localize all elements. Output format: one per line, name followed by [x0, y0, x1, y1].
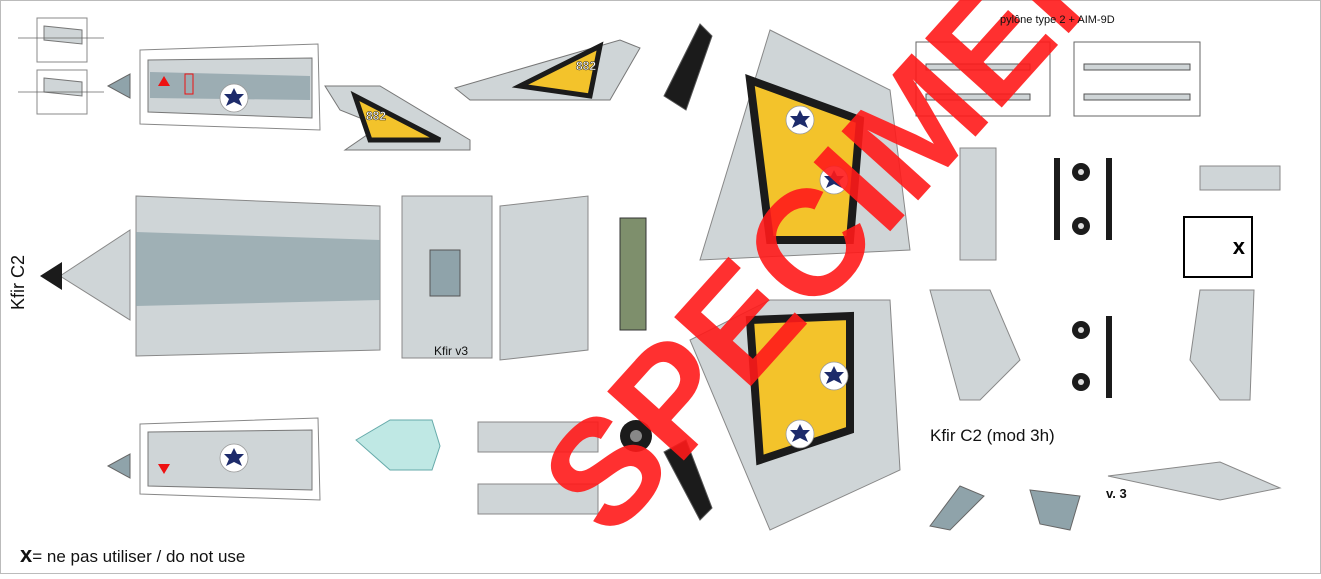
model-title: Kfir C2	[8, 254, 28, 310]
gear-strut	[959, 147, 997, 261]
do-not-use-mark: x	[1232, 234, 1245, 259]
small-strip	[1199, 165, 1281, 191]
do-not-use-part-box: x	[1183, 216, 1253, 278]
tail-number-right: 882	[576, 59, 596, 73]
fuselage-center	[40, 195, 381, 357]
intake-part	[499, 195, 589, 361]
nose-cone-bottom	[106, 453, 131, 479]
fuselage-panel	[401, 195, 493, 359]
small-part-top-1	[18, 17, 104, 63]
pylon-box-1	[915, 41, 1051, 117]
small-part-top-2	[18, 69, 104, 115]
pylon-box-2	[1073, 41, 1201, 117]
tail-number-left: 882	[366, 109, 386, 123]
fuselage-lower	[139, 417, 321, 501]
gear-stripe-1	[1054, 158, 1060, 240]
version-label: v. 3	[1106, 486, 1127, 501]
delta-wing-bottom	[689, 299, 901, 531]
legend-text: = ne pas utiliser / do not use	[32, 547, 246, 566]
rail-part-2	[477, 483, 599, 515]
fin-top	[663, 23, 713, 111]
rail-part-1	[477, 421, 599, 453]
nose-cone-top	[106, 73, 131, 99]
fuselage-upper	[139, 43, 321, 131]
bay-door-right	[1189, 289, 1255, 401]
pylon-title: pylône type 2 + AIM-9D	[1000, 14, 1115, 26]
canopy-frame-2	[1029, 489, 1081, 531]
side-view-left: 882	[324, 85, 471, 151]
gear-stripe-2	[1106, 158, 1112, 240]
delta-wing-top	[699, 29, 911, 261]
canopy	[355, 419, 441, 471]
side-view-right: 882	[453, 39, 641, 101]
legend: x= ne pas utiliser / do not use	[20, 542, 245, 568]
legend-x-mark: x	[20, 542, 33, 567]
fin-bottom	[663, 439, 713, 521]
drop-tank	[1107, 461, 1282, 501]
gear-stripe-3	[1106, 316, 1112, 398]
version-label-center: Kfir v3	[434, 344, 469, 358]
canopy-frame-1	[929, 485, 985, 531]
wheels	[1072, 163, 1090, 391]
exhaust-strip	[619, 217, 647, 331]
model-subtitle: Kfir C2 (mod 3h)	[930, 426, 1055, 445]
bay-door-left	[929, 289, 1021, 401]
